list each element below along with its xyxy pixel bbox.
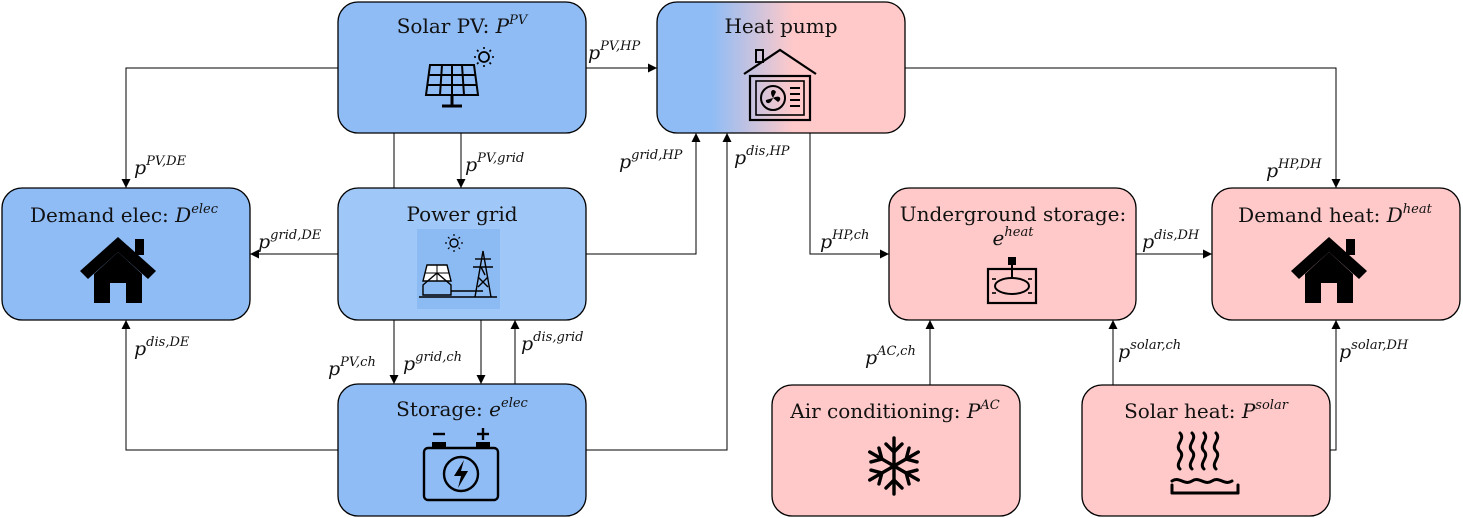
edge-grid-hp [586,133,701,255]
node-storage-title: Storage: eelec [396,396,528,421]
battery-icon [422,428,500,502]
edge-labels: pPV,HP pPV,DE pPV,grid pgrid,HP pdis,HP … [134,39,1409,380]
label-pv-grid: pPV,grid [465,151,524,176]
snowflake-icon [868,436,920,496]
node-storage: Storage: eelec [337,383,587,517]
label-solar-ch: psolar,ch [1118,338,1181,363]
edge-solar-dh [1330,320,1341,451]
edge-dis-hp [586,133,732,451]
label-pv-de: pPV,DE [134,154,187,179]
label-grid-de: pgrid,DE [258,228,322,253]
label-solar-dh: psolar,DH [1339,338,1409,363]
label-hp-dh: pHP,DH [1266,157,1322,182]
node-demand-elec-title: Demand elec: Delec [30,202,219,227]
label-dis-hp: pdis,HP [734,144,790,169]
label-dis-dh: pdis,DH [1142,228,1200,253]
house-icon [1291,237,1367,303]
label-dis-de: pdis,DE [134,335,190,360]
label-grid-ch: pgrid,ch [403,350,462,375]
node-solar-heat: Solar heat: Psolar [1081,384,1331,517]
node-solar-heat-title: Solar heat: Psolar [1124,398,1289,423]
label-grid-hp: pgrid,HP [619,148,683,173]
edges [121,63,1341,451]
edge-pv-de [121,67,338,188]
edge-hp-dh [905,67,1341,188]
storage-tank-icon [986,257,1038,305]
label-ac-ch: pAC,ch [865,344,916,369]
solar-panel-icon [424,47,494,108]
node-demand-heat-title: Demand heat: Dheat [1238,202,1432,227]
label-hp-ch: pHP,ch [820,228,869,253]
node-underground-storage: Underground storage: eheat [888,187,1137,321]
label-pv-ch: pPV,ch [328,355,376,380]
label-dis-grid: pdis,grid [521,330,583,355]
label-pv-hp: pPV,HP [588,39,641,64]
heat-pump-icon [743,48,817,122]
edge-dis-de [121,320,338,451]
node-solar-pv-title: Solar PV: PPV [397,13,529,38]
node-air-conditioning-title: Air conditioning: PAC [789,398,999,423]
heat-waves-icon [1170,431,1240,495]
node-demand-heat: Demand heat: Dheat [1211,187,1461,321]
power-grid-icon [417,229,500,309]
node-underground-symbol: eheat [993,225,1035,250]
node-power-grid-title: Power grid [406,202,517,226]
node-demand-elec: Demand elec: Delec [1,187,251,321]
house-icon [80,237,156,303]
node-power-grid: Power grid [337,187,587,321]
node-air-conditioning: Air conditioning: PAC [771,384,1021,517]
node-heat-pump-title: Heat pump [724,14,837,38]
node-heat-pump: Heat pump [656,1,906,134]
node-underground-title: Underground storage: [900,202,1126,226]
node-solar-pv: Solar PV: PPV [337,1,587,134]
edge-hp-ch [809,133,889,259]
